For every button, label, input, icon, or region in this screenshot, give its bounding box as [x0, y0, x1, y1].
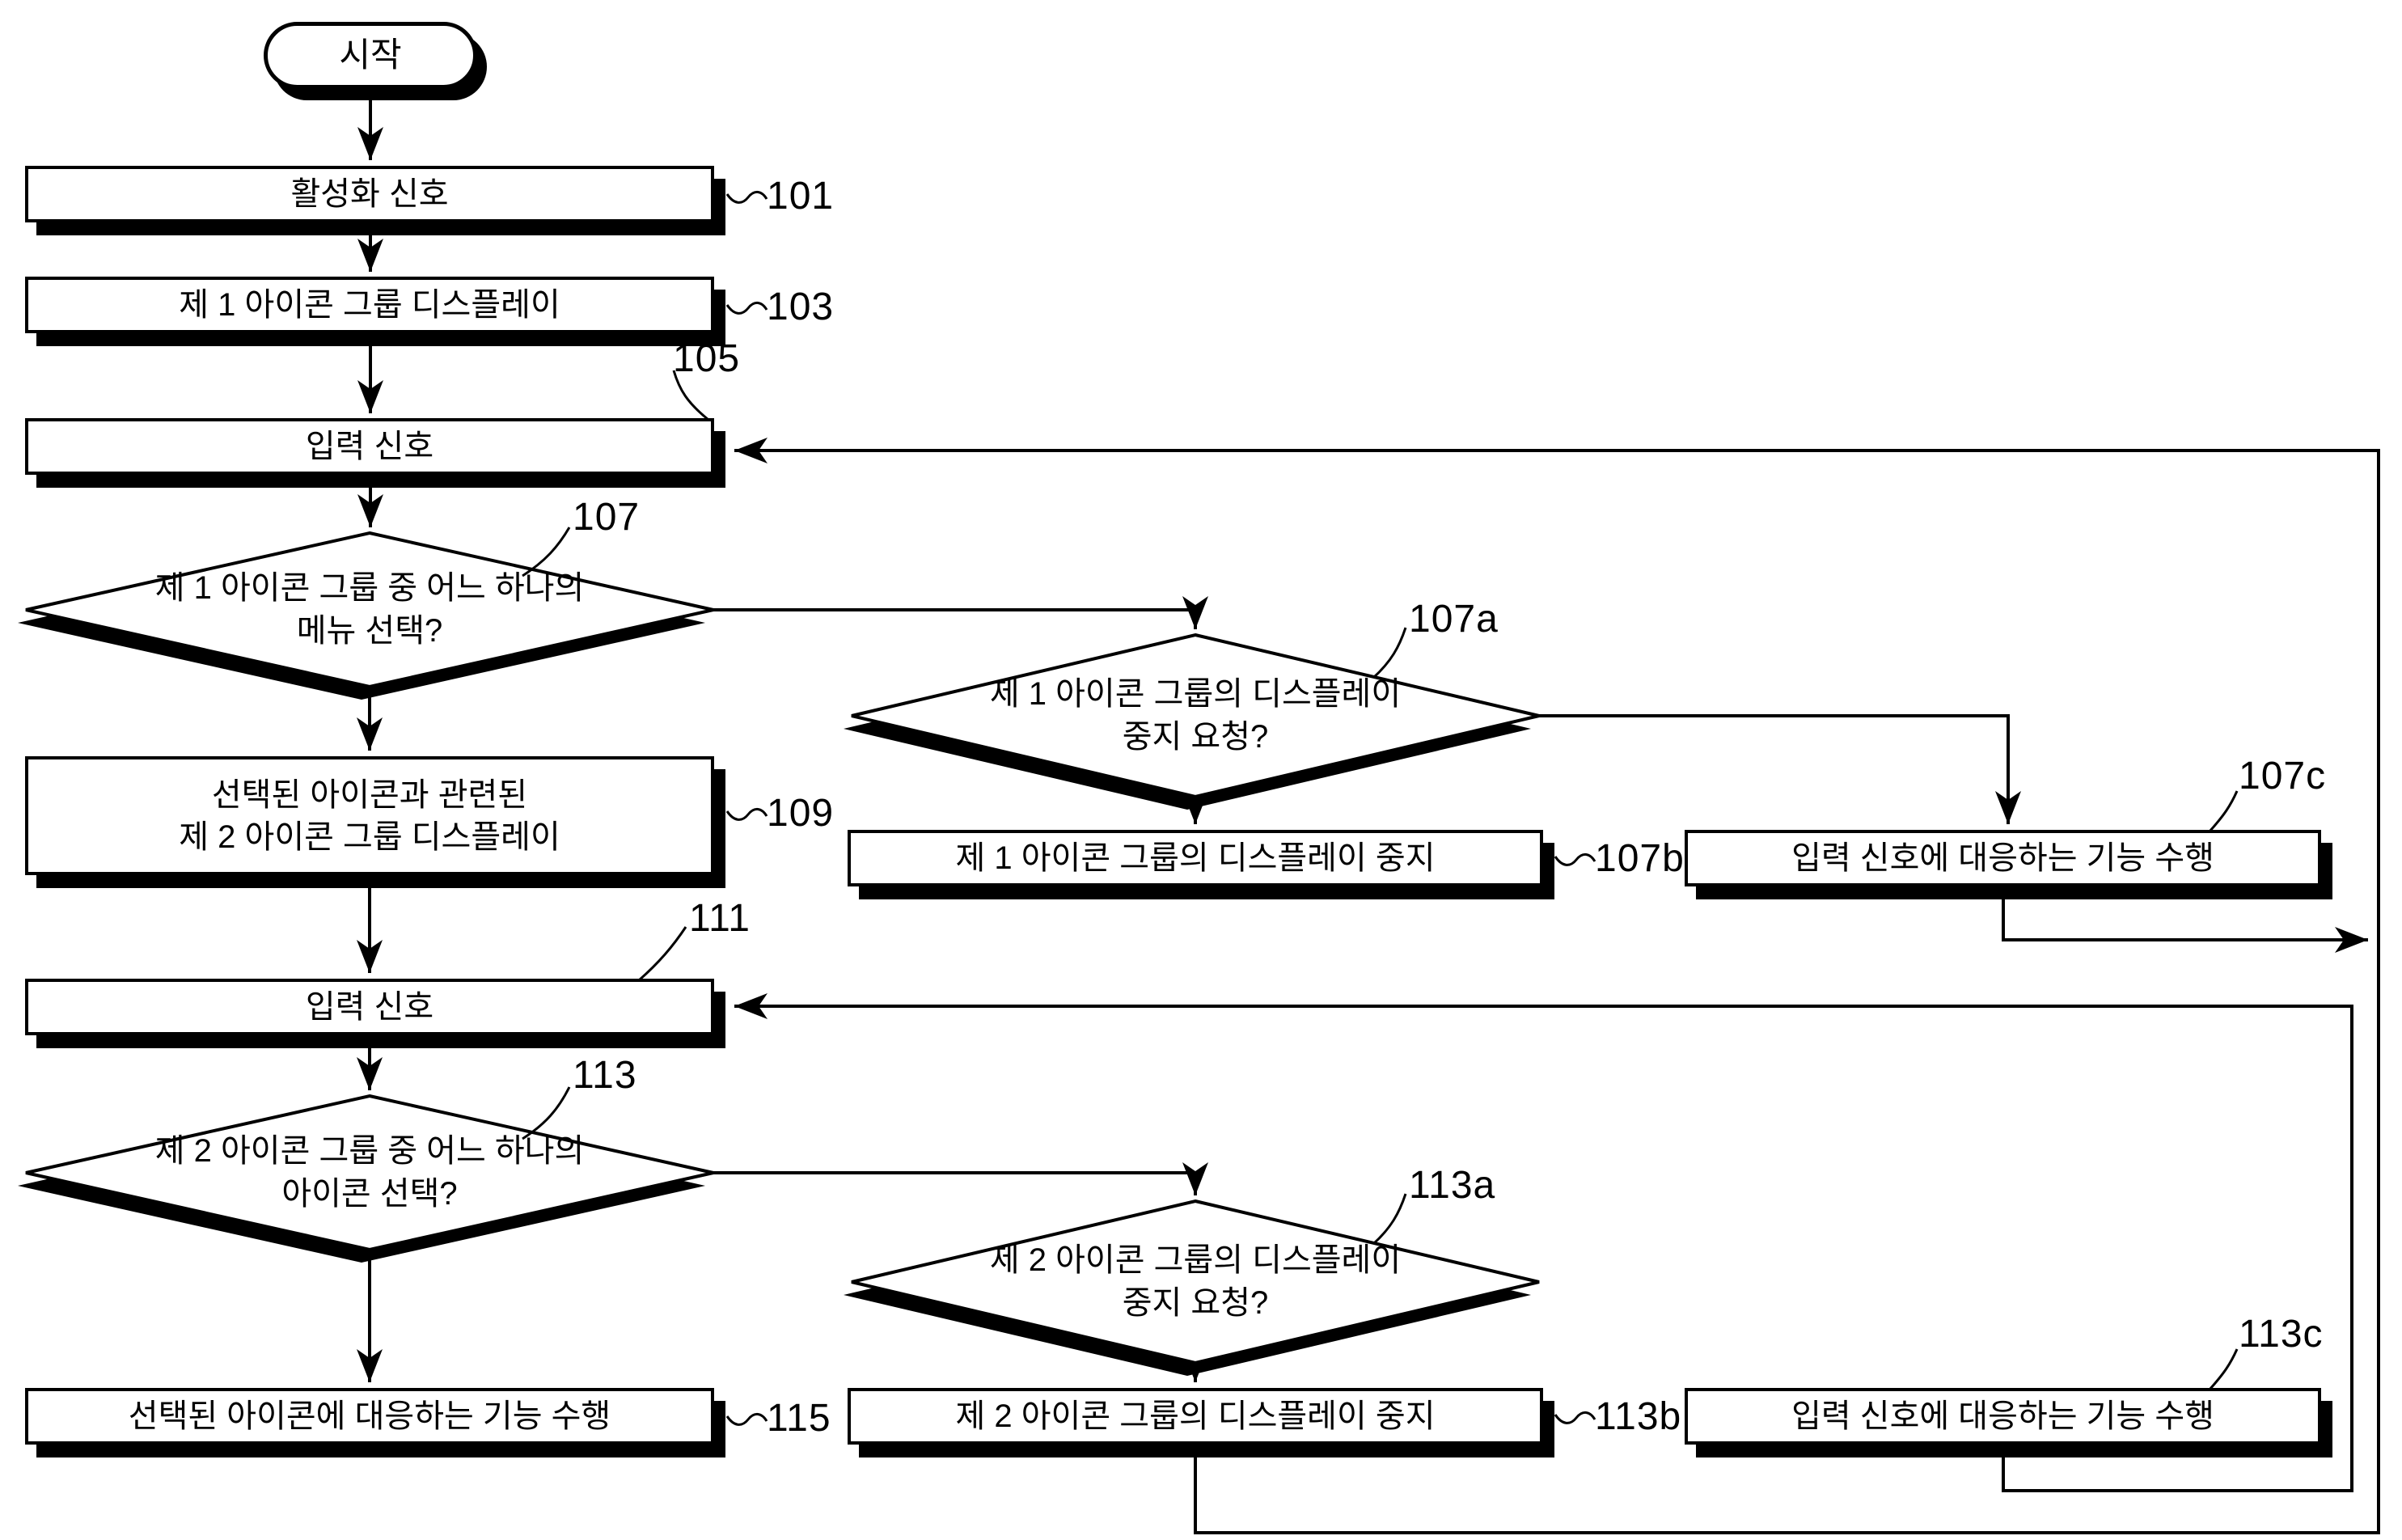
leader-tilde-113b [1554, 1411, 1596, 1424]
ref-label-113: 113 [573, 1054, 637, 1097]
decision-113-line1: 제 2 아이콘 그룹 중 어느 하나의 [154, 1133, 585, 1170]
decision-107-text: 제 1 아이콘 그룹 중 어느 하나의 메뉴 선택? [46, 533, 693, 687]
leader-105 [672, 370, 709, 421]
decision-113a-line2: 중지 요청? [1122, 1285, 1269, 1321]
terminal-start-label: 시작 [339, 36, 402, 74]
diamond-113a-shape [851, 1199, 1540, 1365]
decision-113a-line1: 제 2 아이콘 그룹의 디스플레이 [989, 1242, 1402, 1279]
diamond-107a-shape [851, 632, 1540, 799]
leader-113 [522, 1086, 571, 1140]
ref-label-107: 107 [573, 496, 641, 539]
edge-113-no-to-113a [713, 1162, 1208, 1195]
decision-113a-text: 제 2 아이콘 그룹의 디스플레이 중지 요청? [872, 1201, 1519, 1363]
decision-107-line1: 제 1 아이콘 그룹 중 어느 하나의 [154, 570, 585, 607]
process-box-113c-label: 입력 신호에 대응하는 기능 수행 [1791, 1398, 2214, 1434]
decision-107a-line1: 제 1 아이콘 그룹의 디스플레이 [989, 676, 1402, 713]
leader-107 [522, 527, 571, 578]
process-box-107c-label: 입력 신호에 대응하는 기능 수행 [1791, 840, 2214, 876]
ref-label-113c: 113c [2239, 1313, 2324, 1356]
process-box-107b: 제 1 아이콘 그룹의 디스플레이 중지 [848, 830, 1543, 886]
leader-tilde-107b [1554, 853, 1596, 866]
process-box-111: 입력 신호 [25, 979, 714, 1035]
ref-label-113a: 113a [1409, 1164, 1496, 1207]
process-box-111-label: 입력 신호 [305, 989, 434, 1025]
edge-107a-no-to-107c [1539, 714, 2021, 824]
process-box-107b-label: 제 1 아이콘 그룹의 디스플레이 중지 [955, 840, 1436, 876]
process-box-109: 선택된 아이콘과 관련된 제 2 아이콘 그룹 디스플레이 [25, 756, 714, 875]
process-box-101-label: 활성화 신호 [290, 176, 449, 212]
edge-107c-to-loop-105 [2002, 888, 2368, 953]
process-box-109-line2: 제 2 아이콘 그룹 디스플레이 [179, 819, 560, 855]
leader-tilde-101 [725, 191, 768, 204]
leader-tilde-115 [725, 1413, 768, 1426]
ref-label-101: 101 [767, 175, 835, 218]
decision-113-line2: 아이콘 선택? [281, 1176, 458, 1212]
process-box-105-label: 입력 신호 [305, 429, 434, 464]
process-box-113c: 입력 신호에 대응하는 기능 수행 [1685, 1388, 2321, 1445]
process-box-113b: 제 2 아이콘 그룹의 디스플레이 중지 [848, 1388, 1543, 1445]
ref-label-109: 109 [767, 792, 835, 835]
process-box-107c: 입력 신호에 대응하는 기능 수행 [1685, 830, 2321, 886]
leader-tilde-103 [725, 302, 768, 315]
process-box-103-label: 제 1 아이콘 그룹 디스플레이 [179, 287, 560, 323]
leader-tilde-109 [725, 808, 768, 821]
process-box-115: 선택된 아이콘에 대응하는 기능 수행 [25, 1388, 714, 1445]
process-box-101: 활성화 신호 [25, 166, 714, 222]
edge-113b-trunk-to-105 [734, 438, 2380, 1534]
diamond-107-shape [25, 531, 714, 689]
ref-label-105: 105 [673, 337, 741, 380]
decision-107-line2: 메뉴 선택? [296, 613, 443, 649]
terminal-start: 시작 [264, 22, 477, 89]
process-box-103: 제 1 아이콘 그룹 디스플레이 [25, 277, 714, 333]
leader-107a [1372, 627, 1407, 679]
leader-113a [1372, 1193, 1407, 1246]
ref-label-107b: 107b [1595, 837, 1685, 880]
ref-label-115: 115 [767, 1397, 831, 1440]
decision-107a-text: 제 1 아이콘 그룹의 디스플레이 중지 요청? [872, 635, 1519, 797]
edge-107-no-to-107a [713, 596, 1208, 629]
decision-107a-line2: 중지 요청? [1122, 719, 1269, 755]
ref-label-113b: 113b [1595, 1395, 1682, 1438]
ref-label-111: 111 [689, 897, 751, 940]
process-box-105: 입력 신호 [25, 418, 714, 475]
leader-111 [638, 926, 687, 982]
process-box-113b-label: 제 2 아이콘 그룹의 디스플레이 중지 [955, 1398, 1436, 1434]
process-box-109-line1: 선택된 아이콘과 관련된 [211, 776, 528, 813]
edge-113c-to-loop-111 [734, 993, 2353, 1492]
ref-label-103: 103 [767, 286, 835, 328]
ref-label-107a: 107a [1409, 598, 1499, 641]
ref-label-107c: 107c [2239, 755, 2327, 798]
process-box-115-label: 선택된 아이콘에 대응하는 기능 수행 [128, 1398, 611, 1434]
leader-107c [2208, 790, 2239, 833]
leader-113c [2208, 1348, 2239, 1391]
diamond-113-shape [25, 1094, 714, 1252]
decision-113-text: 제 2 아이콘 그룹 중 어느 하나의 아이콘 선택? [46, 1096, 693, 1250]
